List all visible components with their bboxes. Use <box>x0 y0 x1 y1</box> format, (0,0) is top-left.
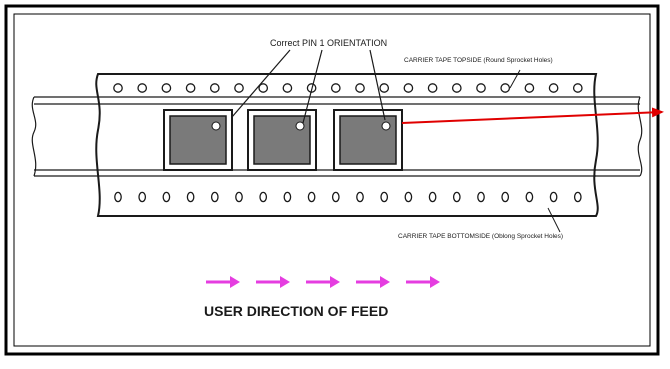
oblong-sprocket-hole <box>235 191 243 203</box>
oblong-sprocket-hole <box>356 191 364 203</box>
sprocket-holes-bottom <box>114 191 582 203</box>
round-sprocket-hole <box>500 83 511 93</box>
round-sprocket-hole <box>282 83 293 93</box>
round-sprocket-hole <box>234 83 244 93</box>
oblong-sprocket-hole <box>186 191 195 203</box>
component-pockets <box>163 109 403 171</box>
oblong-sprocket-hole <box>404 191 413 203</box>
oblong-sprocket-hole <box>331 191 340 203</box>
round-sprocket-hole <box>572 83 583 93</box>
pin1-marker <box>295 121 305 131</box>
pin-leader-3 <box>369 49 386 121</box>
round-sprocket-hole <box>451 83 462 93</box>
round-sprocket-hole <box>524 83 535 93</box>
bottomside-leader <box>547 207 561 233</box>
pin1-marker <box>211 121 221 131</box>
pin1-pointer-arrow <box>401 107 664 124</box>
oblong-sprocket-hole <box>283 191 292 203</box>
tape-topside-label: CARRIER TAPE TOPSIDE (Round Sprocket Hol… <box>404 57 553 64</box>
oblong-sprocket-hole <box>549 191 558 203</box>
round-sprocket-hole <box>476 83 486 93</box>
oblong-sprocket-hole <box>501 191 510 203</box>
oblong-sprocket-hole <box>380 191 389 203</box>
oblong-sprocket-hole <box>452 191 461 203</box>
pin-orientation-label: Correct PIN 1 ORIENTATION <box>270 38 387 48</box>
tape-torn-right <box>637 96 643 177</box>
feed-arrow-head <box>380 276 390 288</box>
diagram-inner-frame <box>13 13 651 347</box>
oblong-sprocket-hole <box>114 191 122 203</box>
round-sprocket-hole <box>258 83 269 93</box>
oblong-sprocket-hole <box>210 191 219 203</box>
oblong-sprocket-hole <box>573 191 582 203</box>
round-sprocket-hole <box>161 83 172 93</box>
feed-arrow-head <box>280 276 290 288</box>
feed-arrow-head <box>430 276 440 288</box>
feed-arrow-head <box>330 276 340 288</box>
round-sprocket-hole <box>137 83 148 93</box>
pin-leader-2 <box>302 49 323 124</box>
feed-arrows <box>206 276 440 288</box>
feed-arrow-head <box>230 276 240 288</box>
tape-bottomside-label: CARRIER TAPE BOTTOMSIDE (Oblong Sprocket… <box>398 233 563 240</box>
topside-leader <box>509 69 521 89</box>
round-sprocket-hole <box>209 83 220 93</box>
round-sprocket-hole <box>548 83 559 93</box>
oblong-sprocket-hole <box>307 191 316 203</box>
oblong-sprocket-hole <box>525 191 534 203</box>
oblong-sprocket-hole <box>477 191 485 203</box>
round-sprocket-hole <box>113 83 123 93</box>
oblong-sprocket-hole <box>162 191 171 203</box>
round-sprocket-hole <box>330 83 341 93</box>
oblong-sprocket-hole <box>138 191 147 203</box>
oblong-sprocket-hole <box>259 191 268 203</box>
tape-torn-left <box>31 96 37 177</box>
feed-direction-label: USER DIRECTION OF FEED <box>204 303 388 319</box>
round-sprocket-hole <box>355 83 365 93</box>
pin-leader-1 <box>231 49 291 118</box>
pin1-marker <box>381 121 391 131</box>
oblong-sprocket-hole <box>428 191 437 203</box>
round-sprocket-hole <box>403 83 414 93</box>
round-sprocket-hole <box>185 83 196 93</box>
sprocket-holes-top <box>113 83 583 93</box>
round-sprocket-hole <box>427 83 438 93</box>
round-sprocket-hole <box>379 83 390 93</box>
